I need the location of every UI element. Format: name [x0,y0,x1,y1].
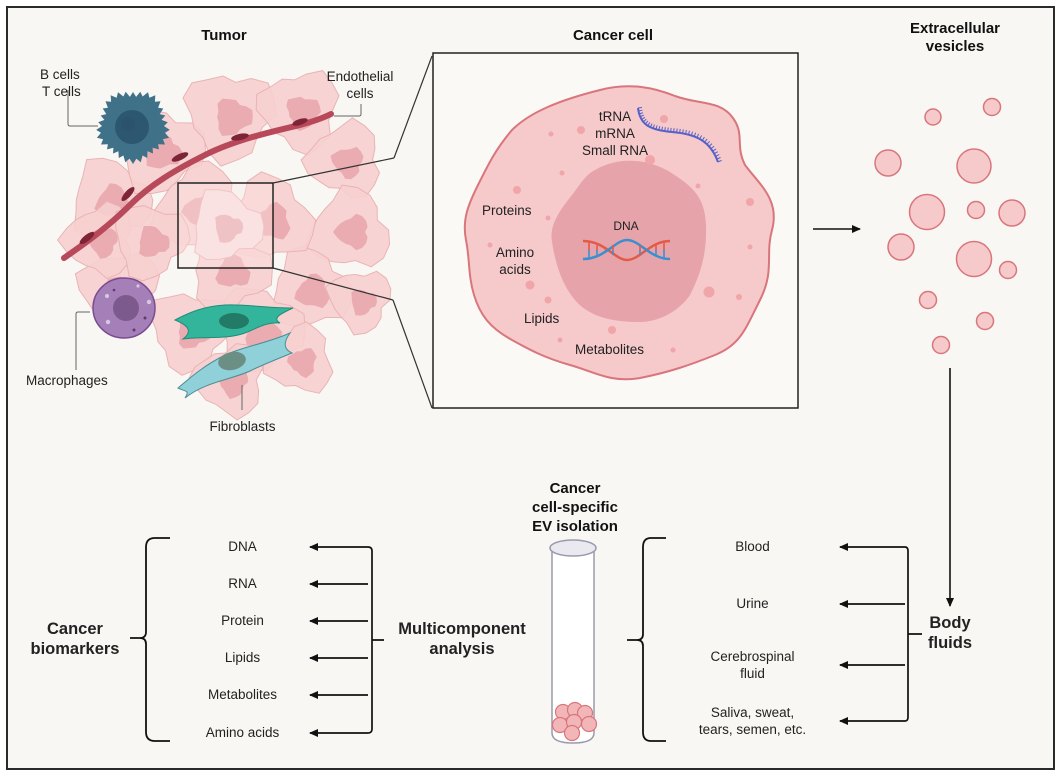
body-fluid-item: Saliva, sweat, [710,704,795,720]
biomarker-item: Amino acids [205,725,280,740]
cytoplasm-particle [670,347,676,353]
tumor-cell-nucleus [215,252,251,287]
cytoplasm-particle [577,126,585,134]
tumor-cell-nucleus [294,273,330,309]
tumor-cell-nucleus [333,213,368,251]
cytoplasm-particle [559,170,565,176]
lymphocyte-cell [96,91,170,164]
cytoplasm-particle [747,244,753,250]
vesicle [966,200,986,220]
cytoplasm-particle [513,186,521,194]
label-endothelial: Endothelial [326,69,394,84]
body-fluids-brace [627,537,666,742]
tumor-cell-cluster [56,70,392,421]
cytoplasm-particle [544,296,552,304]
tumor-cell-nucleus [139,226,170,257]
body-fluid-arrow-trunk [904,546,922,722]
label-trna: tRNA [598,109,632,124]
label-acids: acids [499,262,531,277]
analysis-title-line2: analysis [429,640,495,658]
label-amino: Amino [495,245,535,260]
body-fluid-item: Cerebrospinal [710,648,795,664]
cytoplasm-particle [645,155,655,165]
ev-pellet [563,724,581,742]
tumor-cell-nucleus [217,98,253,136]
cancer-cell-title: Cancer cell [572,27,654,44]
highlighted-tumor-nucleus [215,214,244,243]
label-small-rna: Small RNA [581,143,648,158]
vesicles-title-line2: vesicles [925,38,985,55]
biomarker-item: Lipids [224,650,261,665]
vesicle [956,148,992,184]
vesicle [918,290,938,310]
vesicle [931,335,951,355]
body-fluid-item: Urine [736,596,769,611]
cytoplasm-particle [746,198,754,206]
cytoplasm-particle [557,337,563,343]
vesicles-title-line1: Extracellular [909,20,1001,37]
vesicle [887,233,915,261]
biomarkers-title-line2: biomarkers [30,640,120,658]
label-mrna: mRNA [595,126,635,141]
biomarker-arrow-trunk [367,546,384,734]
body-fluid-item: Blood [735,539,770,554]
rna-strand-icon [637,107,722,163]
label-metabolites: Metabolites [575,342,645,357]
isolation-title-line2: cell-specific [532,499,618,516]
cytoplasm-particle [548,131,554,137]
tumor-title: Tumor [201,27,247,44]
test-tube-icon [549,539,598,744]
cytoplasm-particle [608,326,616,334]
body-fluid-item: fluid [740,665,765,681]
label-b-cells: B cells [40,67,80,82]
vesicle [908,193,946,231]
vesicle [998,260,1018,280]
biomarker-item: Protein [221,613,264,628]
cytoplasm-particle [703,286,715,298]
tumor-cell-nucleus [330,146,364,180]
biomarkers-brace [130,537,170,742]
label-macrophages: Macrophages [26,373,108,388]
vesicle [975,311,995,331]
body-fluid-item: tears, semen, etc. [698,721,807,737]
zoom-box [177,182,274,269]
cytoplasm-particle [545,215,551,221]
label-endothelial-cells: cells [346,86,374,101]
biomarker-item: Metabolites [207,687,278,702]
cytoplasm-particle [525,280,535,290]
biomarker-item: DNA [228,539,257,554]
isolation-title-line1: Cancer [549,480,601,497]
tumor-cell-nucleus [351,289,377,316]
biomarker-item: RNA [228,576,257,591]
body-fluid-arrows [839,543,922,725]
vesicle [982,97,1002,117]
ev-pellet [580,715,598,733]
vesicle [874,149,902,177]
cytoplasm-particles [487,115,754,353]
biomarkers-title-line1: Cancer [47,620,103,638]
analysis-title-line1: Multicomponent [398,620,526,638]
fibroblast-cells [173,304,294,399]
extracellular-vesicles [874,97,1026,355]
body-fluids-title-line1: Body [929,614,971,632]
cytoplasm-particle [660,115,668,123]
isolation-title-line3: EV isolation [532,518,618,535]
cytoplasm-particle [736,294,742,300]
label-proteins: Proteins [482,203,532,218]
cytoplasm-particle [695,183,701,189]
vesicle [924,108,942,126]
body-fluids-title-line2: fluids [928,634,972,652]
dna-helix-icon [582,238,671,262]
vesicle [955,240,993,278]
cytoplasm-particle [487,242,493,248]
label-dna: DNA [613,219,639,233]
macrophage-cell [92,277,156,339]
biomarker-arrows [309,543,384,737]
endothelial-cells [61,111,334,261]
label-fibroblasts: Fibroblasts [209,419,276,434]
label-lipids: Lipids [524,311,560,326]
tumor-cell-nucleus [287,348,317,379]
label-t-cells: T cells [42,84,81,99]
vesicle [998,199,1026,227]
